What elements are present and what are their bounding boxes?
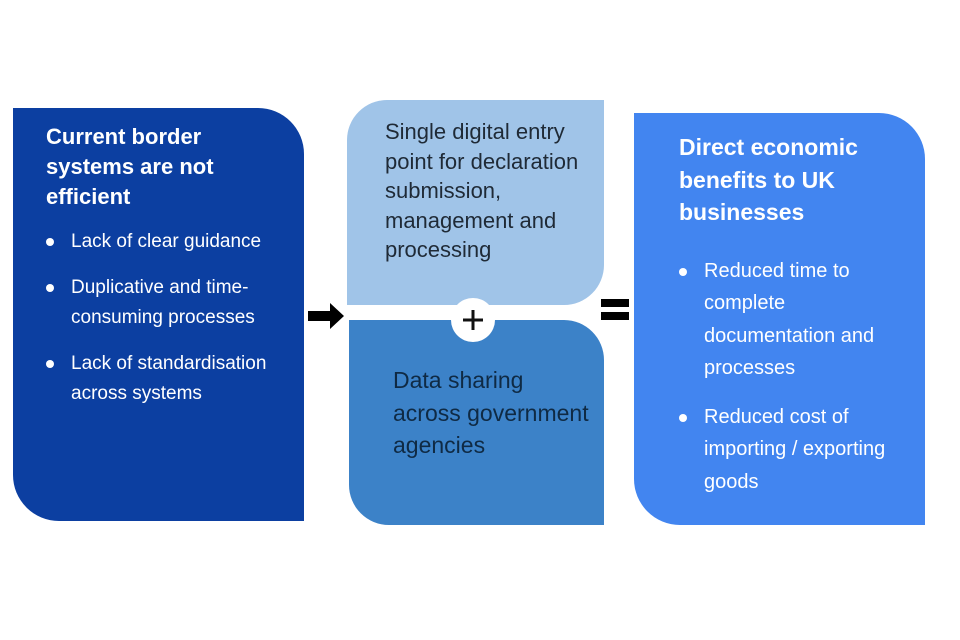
benefit-item-text: Reduced time to complete documentation a… xyxy=(704,259,875,380)
plus-icon xyxy=(463,310,483,330)
bullet-icon xyxy=(46,360,54,368)
problem-item-text: Lack of standardisation across systems xyxy=(71,353,267,404)
equals-icon xyxy=(601,299,629,320)
problem-item-text: Duplicative and time-consuming processes xyxy=(71,277,255,328)
plus-operator xyxy=(451,298,495,342)
problem-box: Current border systems are not efficient… xyxy=(13,108,304,521)
benefit-item: Reduced cost of importing / exporting go… xyxy=(679,401,911,499)
bullet-icon xyxy=(46,238,54,246)
bullet-icon xyxy=(46,284,54,292)
single-entry-point-text: Single digital entry point for declarati… xyxy=(385,119,579,262)
problem-item: Duplicative and time-consuming processes xyxy=(46,273,290,333)
problem-item: Lack of standardisation across systems xyxy=(46,349,290,409)
problem-item: Lack of clear guidance xyxy=(46,227,290,257)
benefits-heading: Direct economic benefits to UK businesse… xyxy=(679,134,858,225)
bullet-icon xyxy=(679,267,687,276)
problem-list: Lack of clear guidance Duplicative and t… xyxy=(46,227,290,409)
bullet-icon xyxy=(679,413,687,422)
single-entry-point-box: Single digital entry point for declarati… xyxy=(347,100,604,305)
benefits-box: Direct economic benefits to UK businesse… xyxy=(634,113,925,525)
benefit-item-text: Reduced cost of importing / exporting go… xyxy=(704,405,886,493)
benefit-item: Reduced time to complete documentation a… xyxy=(679,255,911,385)
data-sharing-box: Data sharing across government agencies xyxy=(349,320,604,525)
problem-heading: Current border systems are not efficient xyxy=(46,124,214,209)
arrow-right-icon xyxy=(308,303,344,329)
benefits-list: Reduced time to complete documentation a… xyxy=(679,255,911,499)
problem-item-text: Lack of clear guidance xyxy=(71,231,262,252)
data-sharing-text: Data sharing across government agencies xyxy=(393,367,589,458)
